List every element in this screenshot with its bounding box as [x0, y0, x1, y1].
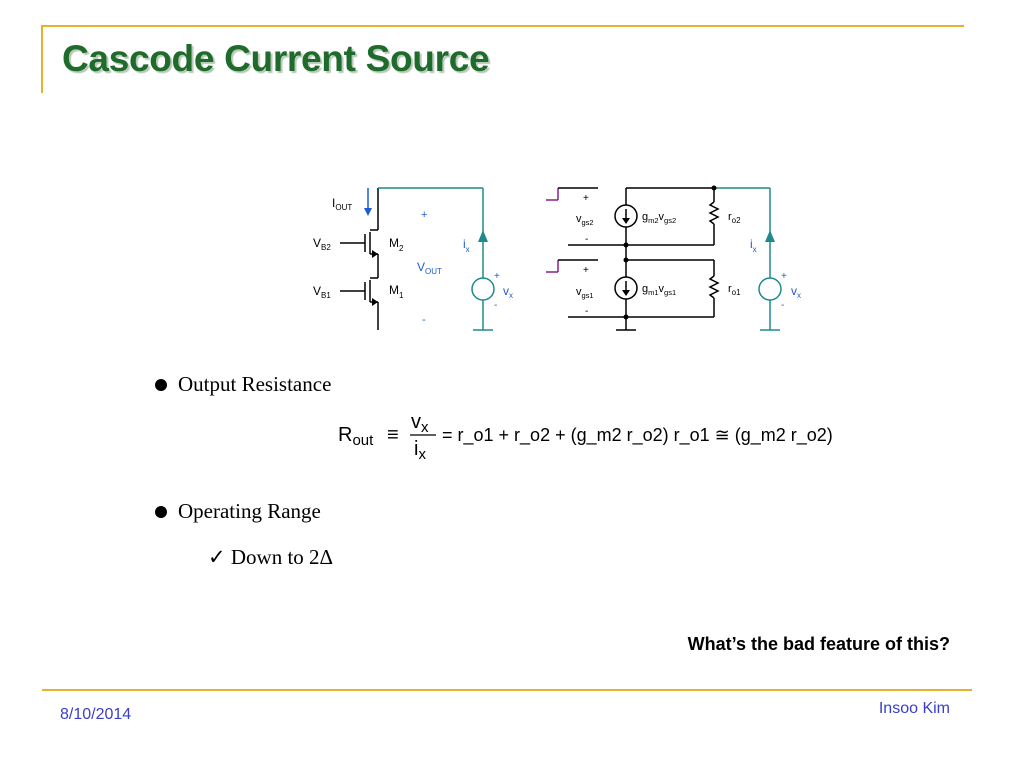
bullet-output-resistance: Output Resistance [155, 372, 331, 397]
ix-label: ix [463, 237, 470, 254]
vout-minus: - [422, 314, 426, 326]
eq-equiv: ≡ [387, 424, 399, 446]
output-resistance-equation: Rout ≡ vx ix = r_o1 + r_o2 + (g_m2 r_o2)… [338, 411, 838, 463]
vx-label-right: vx [791, 284, 801, 300]
top-rule [42, 25, 964, 27]
ro2-resistor [708, 201, 720, 225]
slide-title: Cascode Current Source [62, 38, 490, 79]
vb2-label: VB2 [313, 236, 331, 252]
vx-label: vx [503, 284, 513, 300]
eq-frac-den: ix [414, 438, 426, 463]
gm1-label: gm1vgs1 [642, 283, 676, 297]
bullet-dot [155, 378, 167, 391]
gm1-arrow-head [622, 290, 630, 296]
vgs1-minus: - [585, 306, 588, 317]
bullet-dot [155, 505, 167, 518]
eq-lhs: Rout [338, 424, 374, 449]
vb1-label: VB1 [313, 284, 331, 300]
m1-source-arrow [372, 298, 378, 306]
footer-author: Insoo Kim [878, 700, 950, 717]
m2-source-arrow [372, 250, 378, 258]
vx-minus: - [494, 300, 497, 311]
vgs1-plus: + [583, 265, 589, 276]
bullet-text: Operating Range [178, 499, 321, 523]
subbullet-down-to: ✓ Down to 2Δ [208, 545, 333, 570]
bottom-rule [42, 689, 972, 691]
left-rule [41, 25, 43, 93]
vx-source [758, 277, 782, 301]
vgs2-minus: - [585, 234, 588, 245]
node [623, 242, 629, 248]
ix-label-right: ix [750, 237, 757, 254]
ro1-label: ro1 [728, 283, 741, 297]
vx-source [471, 277, 495, 301]
vx-minus-right: - [781, 300, 784, 311]
gm2-arrow-head [622, 218, 630, 224]
ro1-resistor [708, 275, 720, 299]
node [711, 185, 717, 191]
vout-plus: + [421, 209, 427, 221]
vgs2-label: vgs2 [576, 213, 594, 227]
m1-label: M1 [389, 283, 404, 300]
iout-label: IOUT [332, 196, 352, 212]
eq-frac-num: vx [411, 411, 429, 436]
ro2-label: ro2 [728, 211, 741, 225]
subbullet-text: Down to 2Δ [230, 545, 334, 569]
vgs1-label: vgs1 [576, 286, 594, 300]
bullet-operating-range: Operating Range [155, 499, 321, 524]
footer-date: 8/10/2014 [60, 706, 132, 723]
node [623, 257, 629, 263]
vgs2-plus: + [583, 193, 589, 204]
check-icon: ✓ [208, 545, 226, 569]
vx-plus-right: + [781, 271, 787, 282]
ix-arrow-head [765, 230, 775, 242]
ix-arrow-head [478, 230, 488, 242]
node [623, 314, 629, 320]
vout-label: VOUT [417, 260, 442, 276]
iout-arrow-head [364, 208, 372, 216]
gm2-label: gm2vgs2 [642, 211, 676, 225]
bullet-text: Output Resistance [178, 372, 332, 396]
m2-label: M2 [389, 236, 404, 253]
cascode-circuit-diagram: IOUT VB2 VB1 M2 M1 + VOUT - ix + vx - [313, 185, 801, 331]
question-text: What’s the bad feature of this? [687, 634, 950, 654]
eq-rhs: = r_o1 + r_o2 + (g_m2 r_o2) r_o1 ≅ (g_m2… [442, 425, 838, 446]
vx-plus: + [494, 271, 500, 282]
